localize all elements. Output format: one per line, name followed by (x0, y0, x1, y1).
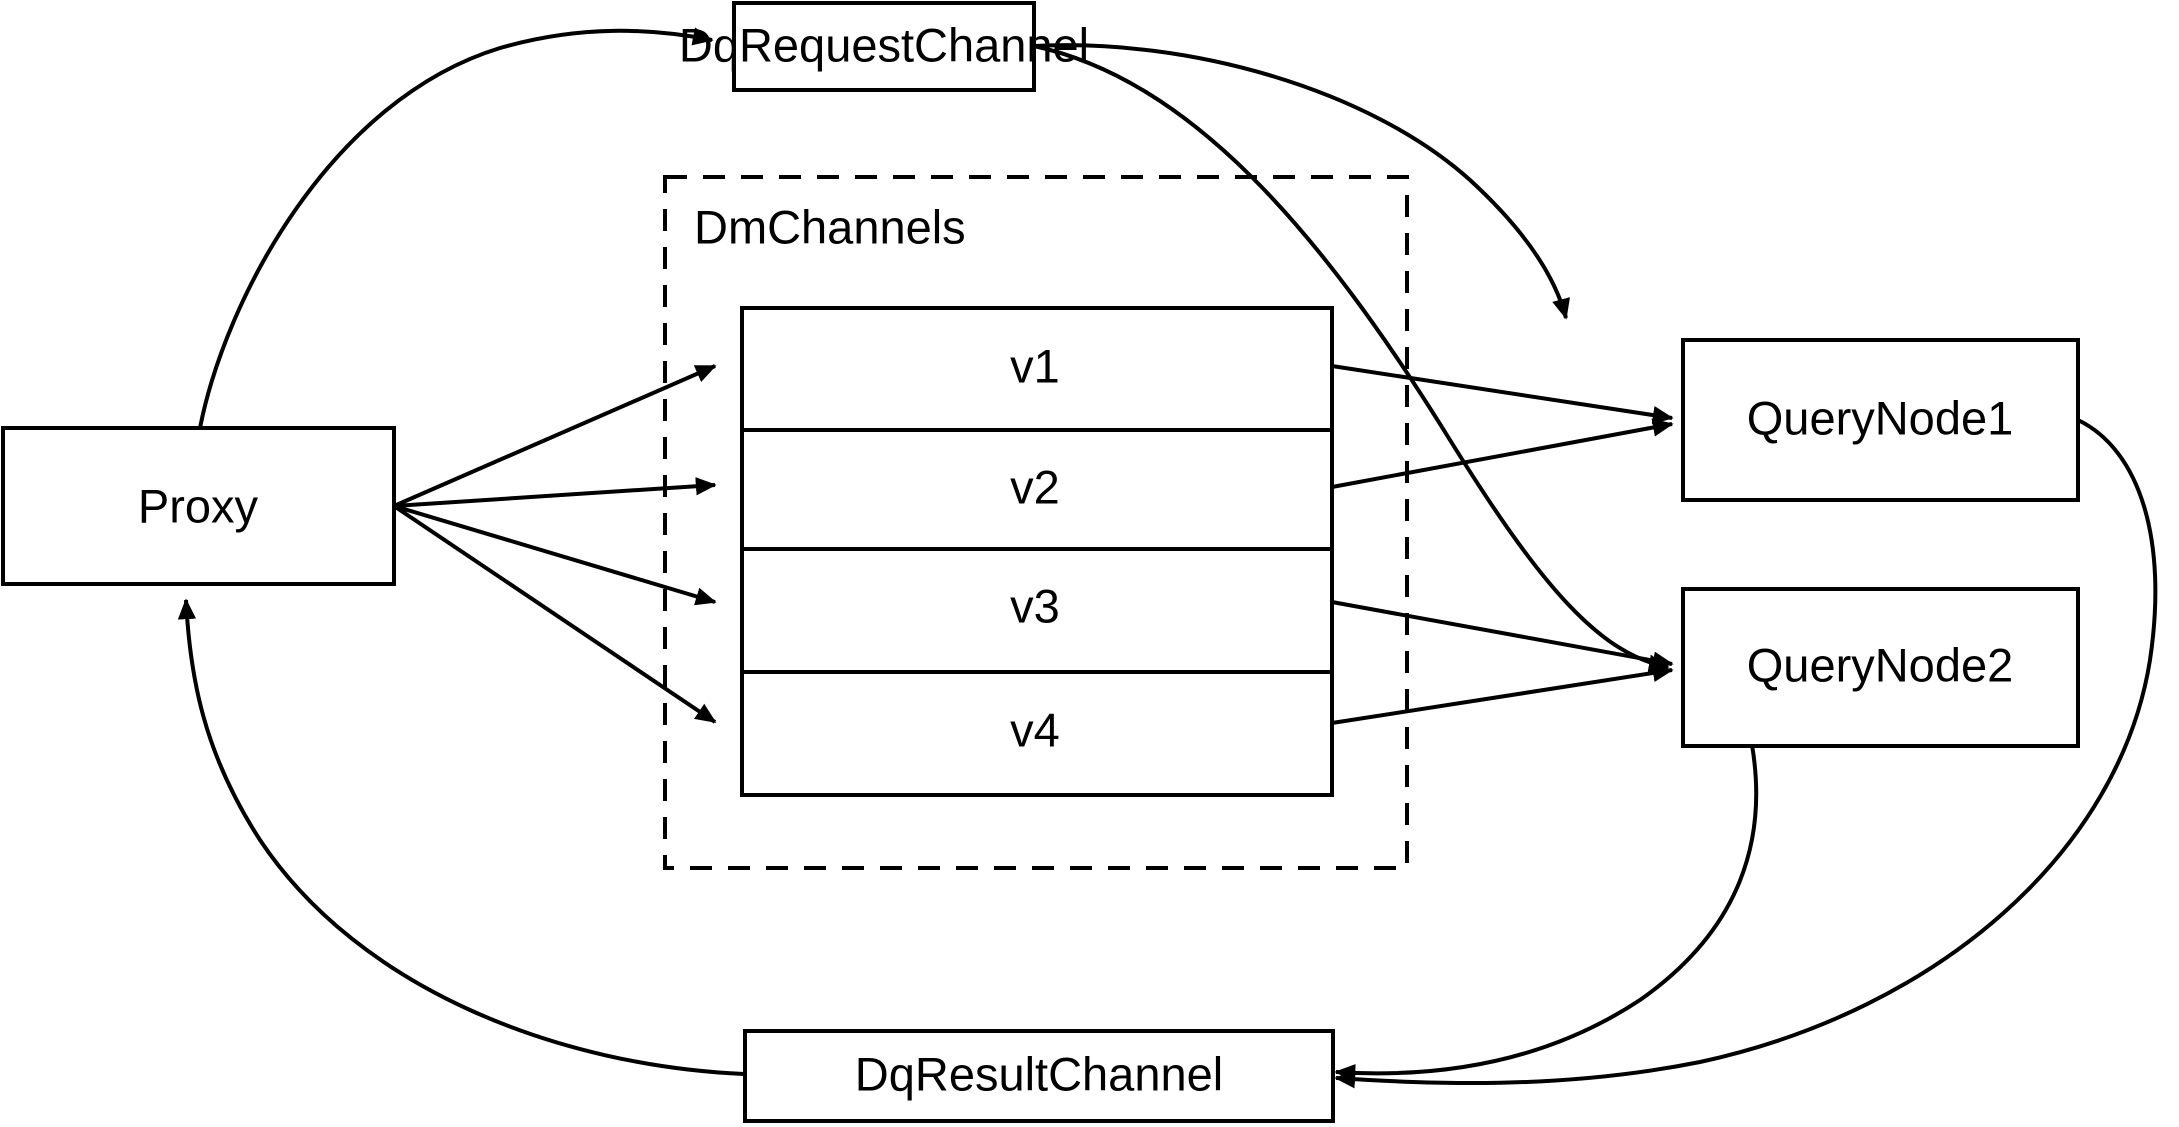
node-querynode1-box[interactable] (1681, 338, 2080, 502)
edge-v4-to-querynode2 (1331, 663, 1674, 725)
edge-proxy-to-v4 (392, 504, 717, 724)
node-proxy-label: Proxy (138, 479, 259, 532)
node-dqrequestchannel-label: DqRequestChannel (679, 18, 1089, 71)
dmchannel-row-v3[interactable]: v3 (1010, 579, 1060, 632)
node-querynode2-label: QueryNode2 (1747, 638, 2014, 691)
node-proxy-box[interactable] (1, 426, 396, 586)
node-dqresultchannel-box[interactable] (743, 1029, 1335, 1123)
dmchannels-group-box (663, 175, 1409, 870)
dmchannel-row-v1[interactable]: v1 (1010, 339, 1060, 392)
dmchannel-row-v2[interactable]: v2 (1010, 460, 1060, 513)
edge-proxy-to-dqrequestchannel (198, 27, 714, 429)
edge-dqrequestchannel-to-querynode2 (1033, 44, 1670, 673)
dmchannels-group-label: DmChannels (694, 200, 966, 253)
edge-proxy-to-v1 (393, 364, 717, 508)
edge-v3-to-querynode2 (1331, 600, 1674, 670)
dmchannel-row-v4[interactable]: v4 (1010, 703, 1060, 756)
edge-v1-to-querynode1 (1331, 364, 1674, 425)
edge-dqrequestchannel-to-querynode1 (1033, 43, 1570, 320)
edge-dqresultchannel-to-proxy (177, 598, 745, 1076)
node-dqresultchannel-label: DqResultChannel (855, 1047, 1223, 1100)
edge-querynode1-to-dqresultchannel (1334, 418, 2158, 1089)
edge-v2-to-querynode1 (1331, 418, 1674, 489)
node-dqrequestchannel-box[interactable] (732, 1, 1036, 92)
node-querynode1-label: QueryNode1 (1747, 391, 2014, 444)
node-querynode2-box[interactable] (1681, 587, 2080, 748)
dmchannels-row-table (740, 306, 1334, 797)
edge-proxy-to-v3 (393, 504, 717, 606)
edge-querynode2-to-dqresultchannel (1334, 744, 1759, 1083)
edge-proxy-to-v2 (393, 477, 717, 508)
